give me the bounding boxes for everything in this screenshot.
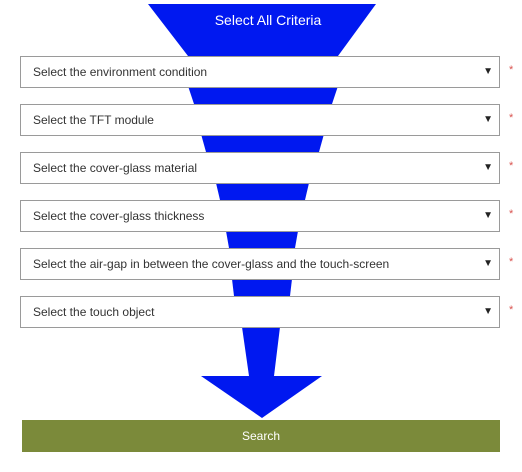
environment-condition-select[interactable]: Select the environment condition ▼ bbox=[20, 56, 500, 88]
required-marker: * bbox=[509, 304, 514, 316]
touch-object-select[interactable]: Select the touch object ▼ bbox=[20, 296, 500, 328]
air-gap-select-row: Select the air-gap in between the cover-… bbox=[20, 248, 513, 280]
chevron-down-icon: ▼ bbox=[483, 306, 493, 317]
required-marker: * bbox=[509, 256, 514, 268]
required-marker: * bbox=[509, 112, 514, 124]
cover-glass-material-select[interactable]: Select the cover-glass material ▼ bbox=[20, 152, 500, 184]
funnel-segment-5 bbox=[232, 279, 292, 296]
chevron-down-icon: ▼ bbox=[483, 258, 493, 269]
funnel-segment-3 bbox=[216, 183, 309, 200]
select-placeholder: Select the TFT module bbox=[33, 113, 154, 127]
select-placeholder: Select the touch object bbox=[33, 305, 155, 319]
chevron-down-icon: ▼ bbox=[483, 162, 493, 173]
chevron-down-icon: ▼ bbox=[483, 210, 493, 221]
funnel-segment-4 bbox=[226, 231, 298, 248]
search-button[interactable]: Search bbox=[22, 420, 500, 452]
required-marker: * bbox=[509, 64, 514, 76]
touch-object-select-row: Select the touch object ▼ * bbox=[20, 296, 513, 328]
required-marker: * bbox=[509, 160, 514, 172]
select-placeholder: Select the cover-glass material bbox=[33, 161, 198, 175]
required-marker: * bbox=[509, 208, 514, 220]
chevron-down-icon: ▼ bbox=[483, 66, 493, 77]
page-title: Select All Criteria bbox=[214, 12, 322, 28]
tft-module-select[interactable]: Select the TFT module ▼ bbox=[20, 104, 500, 136]
tft-module-select-row: Select the TFT module ▼ * bbox=[20, 104, 513, 136]
funnel-segment-2 bbox=[201, 134, 324, 152]
funnel-top-shape bbox=[148, 4, 376, 56]
cover-glass-thickness-select[interactable]: Select the cover-glass thickness ▼ bbox=[20, 200, 500, 232]
environment-condition-select-row: Select the environment condition ▼ * bbox=[20, 56, 513, 88]
chevron-down-icon: ▼ bbox=[483, 114, 493, 125]
cover-glass-material-select-row: Select the cover-glass material ▼ * bbox=[20, 152, 513, 184]
funnel-down-arrow bbox=[201, 327, 322, 418]
funnel-segment-1 bbox=[188, 86, 338, 104]
select-placeholder: Select the environment condition bbox=[33, 65, 208, 79]
air-gap-select[interactable]: Select the air-gap in between the cover-… bbox=[20, 248, 500, 280]
cover-glass-thickness-select-row: Select the cover-glass thickness ▼ * bbox=[20, 200, 513, 232]
select-placeholder: Select the air-gap in between the cover-… bbox=[33, 257, 390, 271]
select-placeholder: Select the cover-glass thickness bbox=[33, 209, 205, 223]
